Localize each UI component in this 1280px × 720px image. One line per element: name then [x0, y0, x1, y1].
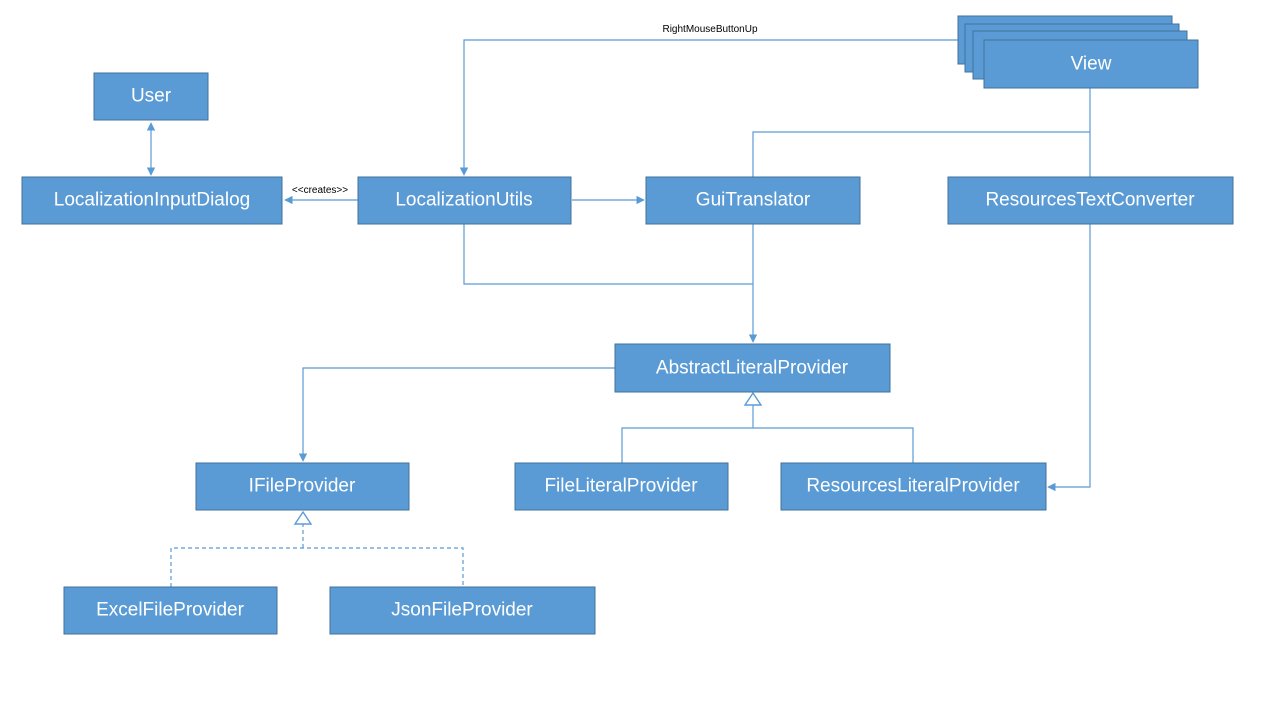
- edge-abstract-to-ifile: [298, 367, 615, 462]
- node-resources-literal-provider[interactable]: ResourcesLiteralProvider: [780, 462, 1047, 511]
- excel-file-provider-box: [63, 586, 278, 635]
- resources-literal-provider-box: [780, 462, 1047, 511]
- edge-excel-realizes-ifile: [170, 547, 464, 587]
- user-label: User: [131, 86, 172, 107]
- node-user[interactable]: User: [93, 72, 209, 121]
- json-file-provider-label: JsonFileProvider: [391, 600, 533, 621]
- edge-view-to-utils: [459, 39, 958, 176]
- json-file-provider-box: [329, 586, 596, 635]
- gui-translator-label: GuiTranslator: [696, 190, 811, 211]
- edge-utils-to-abstract: [463, 224, 753, 285]
- abstract-literal-provider-label: AbstractLiteralProvider: [656, 358, 849, 379]
- node-view[interactable]: View: [957, 15, 1199, 89]
- abstract-literal-provider-box: [614, 343, 891, 393]
- node-localization-input-dialog[interactable]: LocalizationInputDialog: [21, 176, 283, 225]
- node-resources-text-converter[interactable]: ResourcesTextConverter: [947, 176, 1234, 225]
- node-gui-translator[interactable]: GuiTranslator: [645, 176, 861, 225]
- right-mouse-button-up-label: RightMouseButtonUp: [662, 24, 757, 35]
- edge-view-to-translator: [752, 131, 1090, 177]
- node-file-literal-provider[interactable]: FileLiteralProvider: [514, 462, 729, 511]
- view-label: View: [1071, 54, 1112, 75]
- node-json-file-provider[interactable]: JsonFileProvider: [329, 586, 596, 635]
- node-localization-utils[interactable]: LocalizationUtils: [357, 176, 572, 225]
- node-excel-file-provider[interactable]: ExcelFileProvider: [63, 586, 278, 635]
- edge-converter-to-resources-provider: [1047, 224, 1091, 492]
- resources-text-converter-box: [947, 176, 1234, 225]
- view-box: [983, 39, 1199, 89]
- ifile-provider-label: IFileProvider: [249, 476, 356, 497]
- localization-input-dialog-box: [21, 176, 283, 225]
- file-literal-provider-box: [514, 462, 729, 511]
- gui-translator-box: [645, 176, 861, 225]
- localization-input-dialog-label: LocalizationInputDialog: [54, 190, 250, 211]
- realization-triangle-ifile: [293, 510, 313, 525]
- excel-file-provider-label: ExcelFileProvider: [96, 600, 244, 621]
- inheritance-triangle-abstract: [743, 391, 763, 406]
- node-abstract-literal-provider[interactable]: AbstractLiteralProvider: [614, 343, 891, 393]
- localization-utils-label: LocalizationUtils: [395, 190, 532, 211]
- ifile-provider-box: [195, 462, 410, 511]
- creates-label: <<creates>>: [292, 185, 348, 196]
- file-literal-provider-label: FileLiteralProvider: [544, 476, 698, 497]
- localization-utils-box: [357, 176, 572, 225]
- user-box: [93, 72, 209, 121]
- resources-text-converter-label: ResourcesTextConverter: [985, 190, 1195, 211]
- node-ifile-provider[interactable]: IFileProvider: [195, 462, 410, 511]
- resources-literal-provider-label: ResourcesLiteralProvider: [806, 476, 1020, 497]
- edge-file-literal-inherits: [621, 427, 914, 463]
